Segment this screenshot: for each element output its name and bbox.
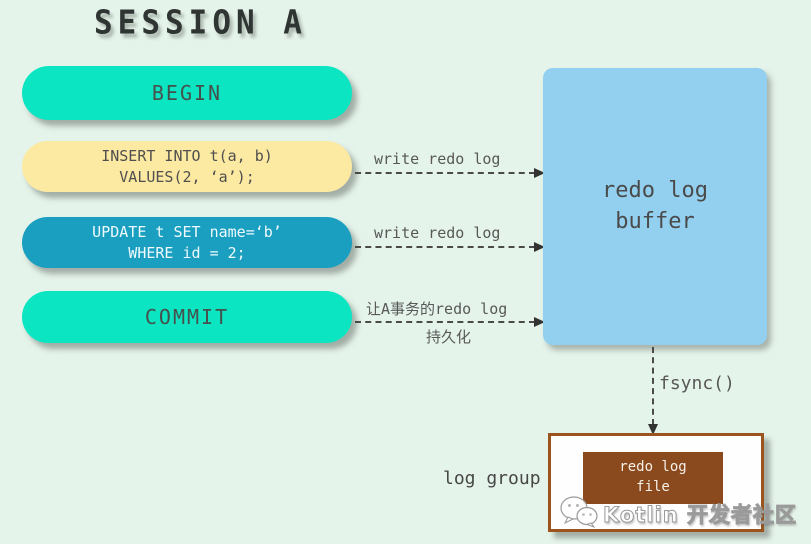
begin-pill: BEGIN	[22, 66, 352, 120]
arrow-right-icon	[534, 242, 545, 252]
update-line1: UPDATE t SET name=‘b’	[92, 223, 282, 242]
begin-label: BEGIN	[151, 80, 223, 105]
commit-pill: COMMIT	[22, 291, 352, 343]
buffer-line2: buffer	[615, 208, 695, 234]
update-pill: UPDATE t SET name=‘b’ WHERE id = 2;	[22, 217, 352, 268]
fsync-label: fsync()	[659, 373, 735, 394]
redo-log-buffer-box: redo log buffer	[543, 68, 767, 345]
wechat-icon	[560, 495, 598, 532]
commit-arrow-label-line2: 持久化	[426, 328, 472, 346]
update-arrow	[355, 242, 545, 252]
update-line2: WHERE id = 2;	[128, 243, 246, 262]
log-group-label: log group	[443, 468, 541, 489]
commit-arrow-label-line1: 让A事务的redo log	[366, 300, 508, 318]
insert-arrow-label: write redo log	[374, 150, 501, 168]
arrow-right-icon	[534, 168, 545, 178]
file-line2: file	[636, 479, 670, 495]
arrow-right-icon	[534, 317, 545, 327]
insert-arrow	[355, 168, 545, 178]
file-line1: redo log	[619, 459, 687, 476]
buffer-line1: redo log	[602, 177, 708, 203]
fsync-arrow	[648, 347, 658, 435]
session-title: SESSION A	[94, 4, 307, 42]
redo-log-file-box: redo log file	[583, 452, 723, 504]
watermark-text: Kotlin 开发者社区	[602, 502, 798, 527]
arrow-down-icon	[648, 424, 658, 435]
commit-arrow	[355, 317, 545, 327]
update-arrow-label: write redo log	[374, 224, 501, 242]
insert-pill: INSERT INTO t(a, b) VALUES(2, ‘a’);	[22, 141, 352, 192]
insert-line1: INSERT INTO t(a, b)	[101, 147, 273, 166]
commit-label: COMMIT	[144, 304, 230, 329]
watermark: Kotlin 开发者社区	[560, 495, 797, 532]
insert-line2: VALUES(2, ‘a’);	[119, 167, 255, 186]
